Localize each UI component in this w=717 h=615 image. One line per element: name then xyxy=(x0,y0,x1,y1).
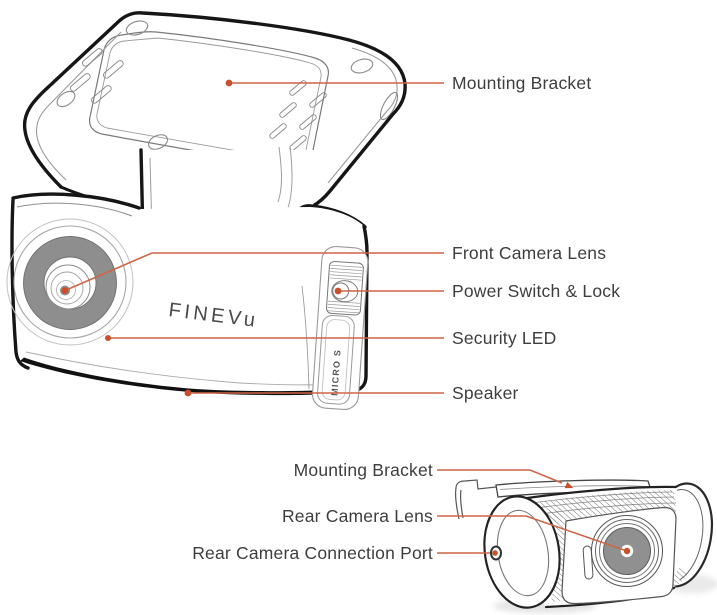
rear-camera-illustration xyxy=(455,479,717,613)
label-speaker: Speaker xyxy=(452,383,519,403)
label-security-led: Security LED xyxy=(452,328,557,348)
leader-arrowhead xyxy=(564,481,574,489)
rear-bracket-flange xyxy=(455,479,497,520)
label-rear-camera-lens: Rear Camera Lens xyxy=(281,506,433,526)
rear-camera-face xyxy=(561,506,677,605)
micro-sd-slot[interactable]: MICRO S xyxy=(317,314,355,405)
power-switch[interactable] xyxy=(325,260,364,316)
label-rear-connection-port: Rear Camera Connection Port xyxy=(192,543,433,563)
front-camera-lens xyxy=(6,218,134,346)
label-front-mounting-bracket: Mounting Bracket xyxy=(452,73,592,93)
label-power-switch-lock: Power Switch & Lock xyxy=(452,281,621,301)
leader-front-camera-lens xyxy=(64,252,444,292)
leader-dots xyxy=(61,79,631,556)
leader-lines xyxy=(64,82,625,554)
micro-sd-label: MICRO S xyxy=(329,349,342,396)
front-camera-body: FINEVu xyxy=(6,192,369,411)
label-rear-mounting-bracket: Mounting Bracket xyxy=(293,460,433,480)
rear-status-slot xyxy=(582,545,594,580)
front-camera-illustration: FINEVu xyxy=(6,11,407,411)
bracket-holes xyxy=(56,20,399,150)
leader-rear-camera-lens xyxy=(437,515,625,551)
leader-rear-mounting-bracket xyxy=(437,469,563,484)
label-front-camera-lens: Front Camera Lens xyxy=(452,243,607,263)
